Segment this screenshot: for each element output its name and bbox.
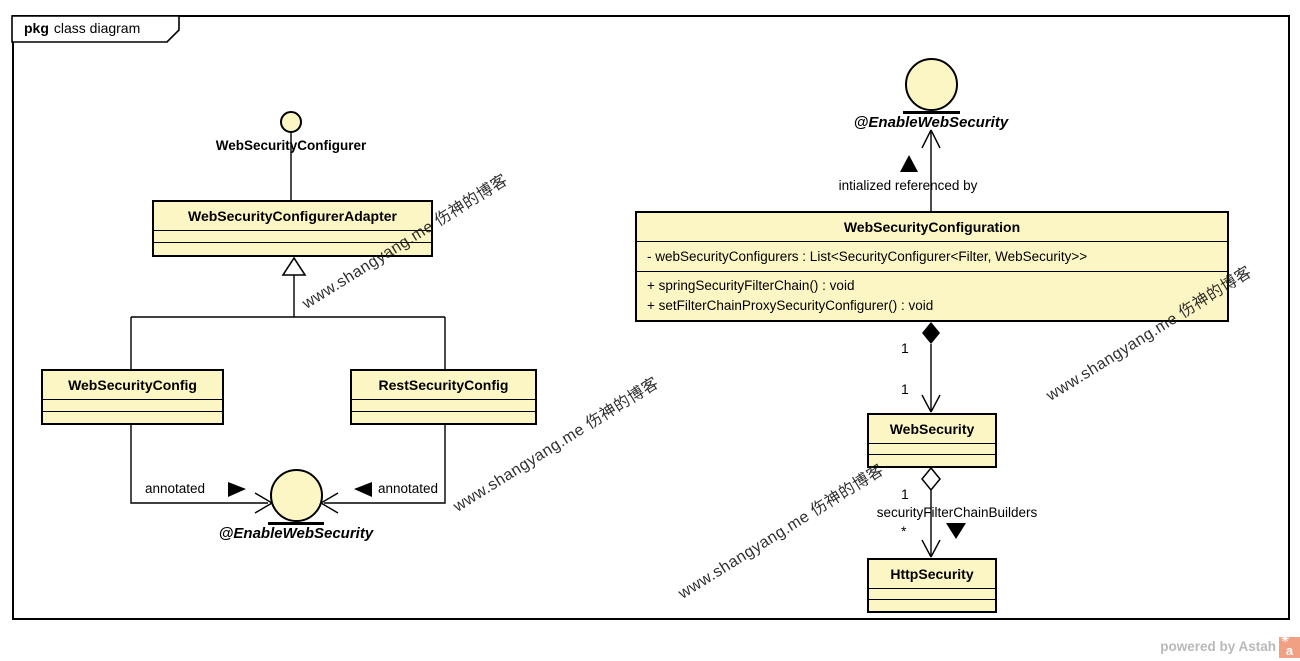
frame-tab-title: class diagram bbox=[53, 20, 141, 36]
generalization-lines bbox=[130, 275, 446, 369]
generalization-triangle-icon bbox=[281, 256, 307, 276]
attribute-compartment bbox=[352, 399, 535, 411]
class-title: WebSecurity bbox=[889, 421, 975, 437]
composition-target-multiplicity: 1 bbox=[901, 381, 909, 397]
aggregation-arrowhead-icon bbox=[921, 539, 941, 558]
aggregation-source-multiplicity: 1 bbox=[901, 486, 909, 502]
annotation-underline bbox=[268, 522, 324, 525]
aggregation-role-label: securityFilterChainBuilders bbox=[876, 505, 1038, 520]
annotated-label-left: annotated bbox=[145, 481, 206, 496]
class-rest-security-config[interactable]: RestSecurityConfig bbox=[350, 369, 537, 425]
class-web-security-config[interactable]: WebSecurityConfig bbox=[41, 369, 224, 425]
attribute-compartment bbox=[154, 230, 431, 242]
frame-tab-keyword: pkg bbox=[24, 20, 49, 36]
annotated-arrowhead-left-icon bbox=[254, 492, 273, 514]
astah-logo-star: ✳ bbox=[1281, 634, 1290, 645]
operation-compartment bbox=[352, 411, 535, 423]
attribute-compartment: - webSecurityConfigurers : List<Security… bbox=[637, 241, 1227, 271]
astah-logo-icon: ✳ a bbox=[1279, 634, 1300, 658]
annotation-circle-enable-web-security-left[interactable] bbox=[270, 469, 323, 522]
class-web-security[interactable]: WebSecurity bbox=[867, 413, 997, 468]
class-title: HttpSecurity bbox=[890, 566, 974, 582]
class-http-security[interactable]: HttpSecurity bbox=[867, 558, 997, 613]
frame-tab bbox=[11, 15, 180, 43]
composition-diamond-icon bbox=[922, 322, 940, 344]
operation-item: + springSecurityFilterChain() : void bbox=[647, 278, 855, 293]
operation-compartment: + springSecurityFilterChain() : void + s… bbox=[637, 271, 1227, 320]
class-web-security-configurer-adapter[interactable]: WebSecurityConfigurerAdapter bbox=[152, 200, 433, 257]
class-title: WebSecurityConfig bbox=[68, 377, 197, 393]
annotation-circle-enable-web-security-right[interactable] bbox=[905, 58, 958, 111]
class-title: WebSecurityConfigurerAdapter bbox=[188, 208, 397, 224]
annotated-link-left bbox=[130, 425, 268, 504]
class-title: WebSecurityConfiguration bbox=[843, 219, 1021, 235]
class-web-security-configuration[interactable]: WebSecurityConfiguration - webSecurityCo… bbox=[635, 211, 1229, 322]
attribute-compartment bbox=[43, 399, 222, 411]
annotated-direction-right-icon bbox=[228, 482, 246, 497]
annotated-link-right bbox=[324, 425, 446, 504]
operation-compartment bbox=[869, 599, 995, 611]
interface-lollipop-circle[interactable] bbox=[280, 111, 302, 133]
reference-label: intialized referenced by bbox=[838, 178, 978, 193]
annotated-arrowhead-right-icon bbox=[320, 492, 339, 514]
aggregation-target-multiplicity: * bbox=[901, 523, 907, 539]
composition-source-multiplicity: 1 bbox=[901, 340, 909, 356]
annotation-underline bbox=[903, 111, 960, 114]
operation-compartment bbox=[869, 454, 995, 466]
diagram-frame bbox=[12, 15, 1290, 620]
class-title: RestSecurityConfig bbox=[378, 377, 509, 393]
referenced-direction-up-icon bbox=[900, 155, 918, 172]
astah-logo-letter: a bbox=[1285, 643, 1294, 658]
interface-lollipop-label: WebSecurityConfigurer bbox=[215, 138, 367, 153]
powered-by-credit: powered by Astah bbox=[1160, 639, 1276, 654]
attribute-compartment bbox=[869, 588, 995, 599]
annotation-label-enable-web-security-right: @EnableWebSecurity bbox=[853, 114, 1009, 131]
attribute-item: - webSecurityConfigurers : List<Security… bbox=[647, 248, 1088, 264]
composition-arrowhead-icon bbox=[921, 394, 941, 413]
annotated-direction-left-icon bbox=[354, 482, 372, 497]
attribute-compartment bbox=[869, 443, 995, 454]
annotated-label-right: annotated bbox=[378, 481, 439, 496]
annotation-label-enable-web-security-left: @EnableWebSecurity bbox=[218, 525, 374, 542]
builders-direction-down-icon bbox=[946, 523, 966, 539]
aggregation-diamond-icon bbox=[921, 466, 941, 492]
reference-arrowhead-icon bbox=[921, 129, 941, 149]
operation-item: + setFilterChainProxySecurityConfigurer(… bbox=[647, 298, 934, 313]
operation-compartment bbox=[43, 411, 222, 423]
operation-compartment bbox=[154, 242, 431, 255]
